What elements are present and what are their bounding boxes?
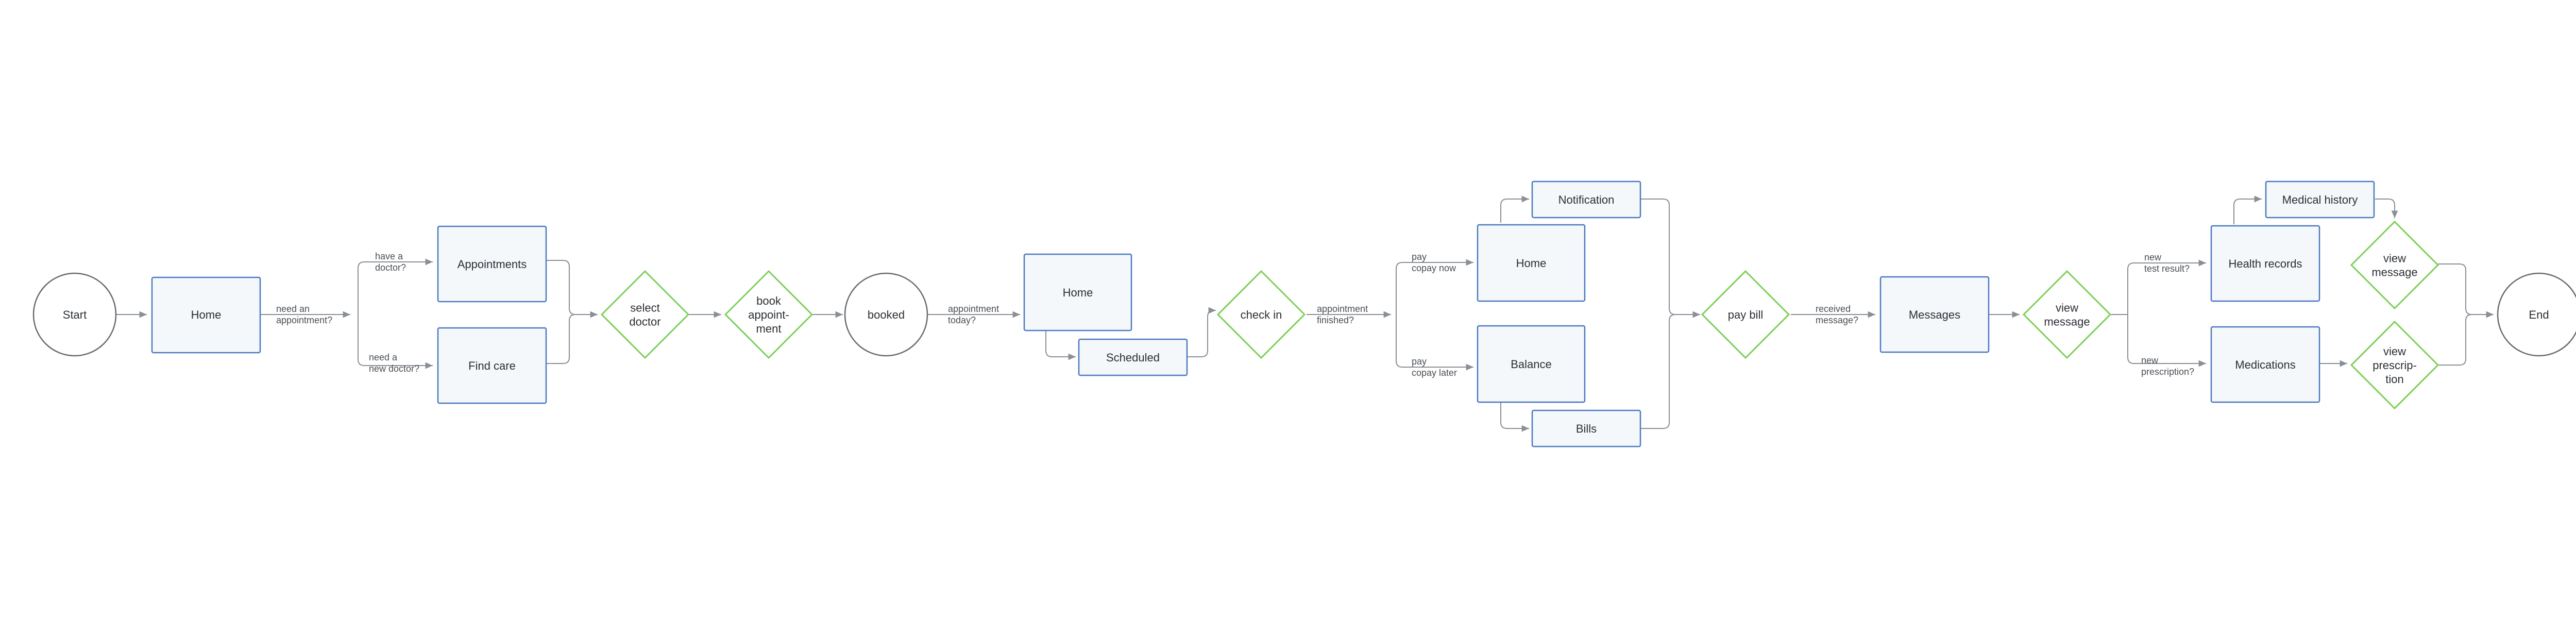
view-prescription-decision[interactable] bbox=[2350, 320, 2439, 410]
find-care-label: Find care bbox=[468, 359, 516, 372]
messages-label: Messages bbox=[1909, 308, 1960, 321]
scheduled-box[interactable] bbox=[1078, 338, 1188, 376]
view-message-decision-1[interactable] bbox=[2022, 270, 2112, 359]
appointments-label: Appointments bbox=[457, 258, 527, 271]
nodes: Start Home Appointments Find care select… bbox=[32, 180, 2576, 448]
medical-history-label: Medical history bbox=[2282, 193, 2358, 206]
scheduled-label: Scheduled bbox=[1106, 351, 1160, 364]
home-box-3-label: Home bbox=[1516, 257, 1547, 270]
edge-findcare-merge bbox=[546, 314, 576, 364]
edge-home-scheduled bbox=[1045, 331, 1076, 360]
balance-box[interactable] bbox=[1477, 325, 1586, 403]
health-records-label: Health records bbox=[2228, 257, 2302, 270]
edge-to-balance bbox=[1396, 315, 1473, 371]
home-box-2[interactable] bbox=[1023, 253, 1132, 332]
edge-to-health-records bbox=[2127, 259, 2206, 315]
appointments-box[interactable] bbox=[437, 225, 547, 303]
edge-to-findcare bbox=[358, 315, 433, 369]
edge-history-viewmessage bbox=[2375, 199, 2398, 218]
edge-to-medications bbox=[2127, 315, 2206, 367]
home-box-2-label: Home bbox=[1063, 286, 1093, 299]
health-records-box[interactable] bbox=[2210, 225, 2320, 302]
edge-home3-notification bbox=[1500, 195, 1529, 223]
home-box-1[interactable] bbox=[151, 276, 261, 354]
notification-box[interactable] bbox=[1531, 180, 1641, 219]
edge-notification-merge bbox=[1640, 199, 1700, 318]
find-care-box[interactable] bbox=[437, 327, 547, 404]
check-in-decision[interactable] bbox=[1216, 270, 1306, 359]
messages-box[interactable] bbox=[1879, 276, 1990, 353]
medical-history-box[interactable] bbox=[2265, 180, 2375, 219]
edge-to-home3 bbox=[1396, 259, 1473, 315]
select-doctor-decision[interactable] bbox=[600, 270, 690, 359]
edge-health-records-history bbox=[2233, 195, 2262, 224]
pay-bill-label: pay bill bbox=[1728, 308, 1763, 321]
edge-bills-merge bbox=[1640, 314, 1676, 429]
view-message-decision-2[interactable] bbox=[2350, 220, 2439, 310]
end-label: End bbox=[2529, 308, 2549, 321]
edge-viewmessage-end bbox=[2438, 263, 2494, 318]
book-appointment-decision[interactable] bbox=[724, 270, 814, 359]
start-label: Start bbox=[63, 308, 87, 321]
pay-bill-decision[interactable] bbox=[1701, 270, 1790, 359]
edge-to-appointments bbox=[358, 258, 433, 315]
edge-balance-bills bbox=[1500, 402, 1529, 432]
medications-label: Medications bbox=[2235, 358, 2295, 371]
bills-box[interactable] bbox=[1531, 409, 1641, 448]
booked-node[interactable] bbox=[844, 272, 928, 357]
balance-label: Balance bbox=[1511, 358, 1552, 371]
medications-box[interactable] bbox=[2210, 326, 2320, 403]
start-node[interactable] bbox=[32, 272, 117, 357]
booked-label: booked bbox=[868, 308, 905, 321]
edge-appointments-merge bbox=[546, 260, 598, 318]
notification-label: Notification bbox=[1558, 193, 1615, 206]
home-box-3[interactable] bbox=[1477, 224, 1586, 302]
edges bbox=[116, 195, 2494, 432]
end-node[interactable] bbox=[2497, 272, 2576, 357]
bills-label: Bills bbox=[1576, 422, 1597, 435]
home-box-1-label: Home bbox=[191, 308, 222, 321]
edge-viewprescription-end bbox=[2438, 314, 2472, 366]
check-in-label: check in bbox=[1241, 308, 1282, 321]
edge-scheduled-checkin bbox=[1187, 307, 1216, 357]
